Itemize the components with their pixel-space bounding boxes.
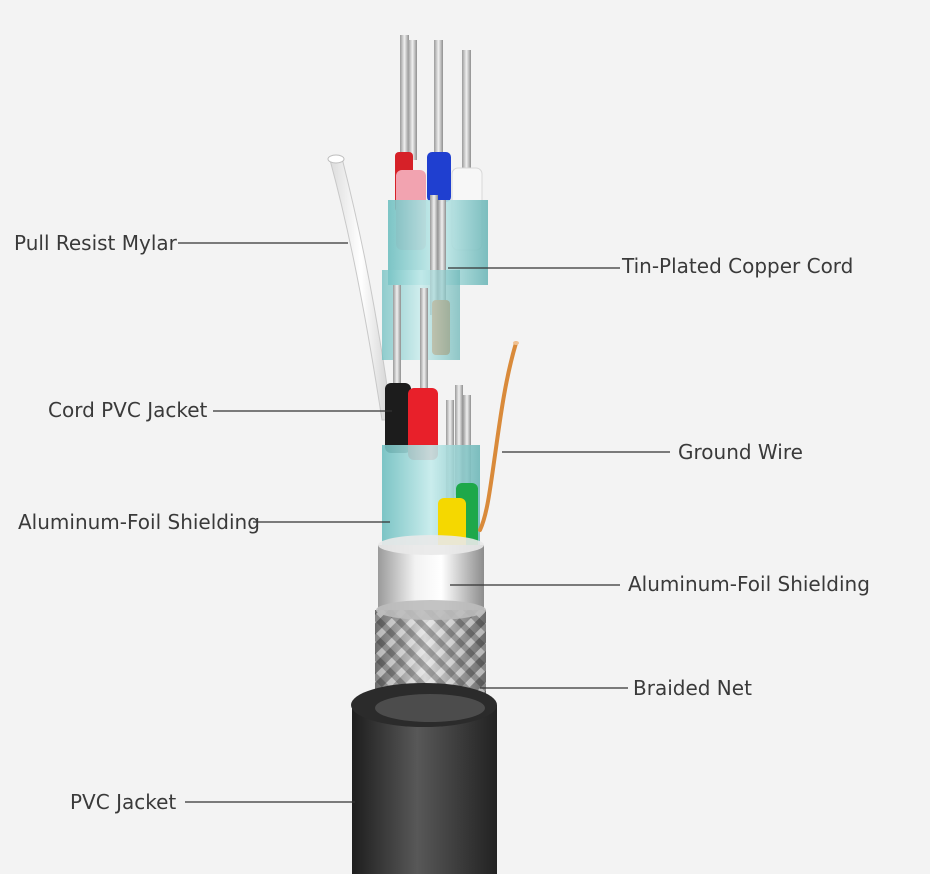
label-tin-plated-copper-cord: Tin-Plated Copper Cord xyxy=(622,254,854,278)
label-pull-resist-mylar: Pull Resist Mylar xyxy=(14,231,177,255)
label-ground-wire: Ground Wire xyxy=(678,440,803,464)
leader-lines xyxy=(178,242,670,803)
mylar-strand-tip xyxy=(327,154,345,164)
label-cord-pvc-jacket: Cord PVC Jacket xyxy=(48,398,208,422)
label-braided-net: Braided Net xyxy=(633,676,752,700)
wire-black xyxy=(385,383,411,453)
ground-wire-drawing xyxy=(478,341,518,532)
label-pvc-jacket: PVC Jacket xyxy=(70,790,177,814)
tin-plated-strands-top xyxy=(400,35,471,175)
label-aluminum-foil-inner: Aluminum-Foil Shielding xyxy=(18,510,260,534)
wire-blue xyxy=(427,152,451,202)
label-aluminum-foil-outer: Aluminum-Foil Shielding xyxy=(628,572,870,596)
wire-red xyxy=(408,388,438,460)
pvc-jacket-drawing xyxy=(352,705,497,874)
